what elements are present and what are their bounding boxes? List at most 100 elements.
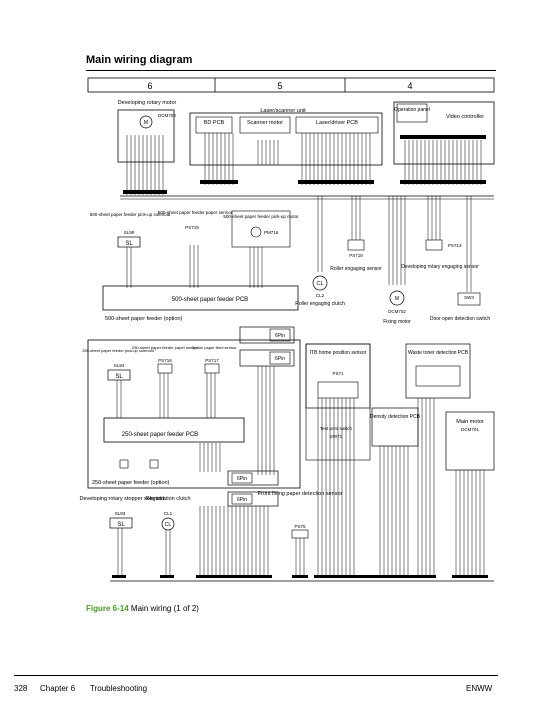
- bd-pcb-box: [195, 116, 233, 134]
- ps718-label: PS718: [349, 253, 363, 258]
- laser-driver-box: [295, 116, 379, 134]
- ps716-symbol: [157, 363, 173, 374]
- feeder-pickup-motor-box: [231, 210, 291, 248]
- registration-clutch-label: Registration clutch: [145, 496, 190, 502]
- main-motor-label: Main motor: [456, 419, 484, 425]
- sl90-symbol: SL: [125, 241, 133, 247]
- ps716-label: PS716: [158, 358, 172, 363]
- density-pcb-label: Density detection PCB: [370, 414, 421, 420]
- svg-text:M: M: [395, 296, 399, 302]
- zone-6: 6: [147, 81, 152, 91]
- page-title: Main wiring diagram: [86, 54, 193, 66]
- feeder-pcb-500-label: 500-sheet paper feeder PCB: [172, 297, 248, 303]
- video-controller-box: [393, 101, 495, 165]
- itb-sensor-label: ITB home position sensor: [310, 350, 367, 356]
- dev-rotary-engaging-sensor-label: Developing rotary engaging sensor: [401, 264, 479, 270]
- sl90-box: [117, 236, 141, 248]
- zone-4: 4: [407, 81, 412, 91]
- waste-toner-label: Waste toner detection PCB: [408, 350, 469, 356]
- pm716-label: PM716: [264, 230, 279, 235]
- ps719-label: PS719: [185, 225, 199, 230]
- figure-caption: Figure 6-14 Main wiring (1 of 2): [86, 604, 199, 613]
- svg-text:M: M: [144, 120, 148, 126]
- pin-connector-1: [239, 326, 295, 344]
- pin-connector-4: [227, 491, 279, 507]
- feeder-pickup-solenoid-label: 500-sheet paper feeder pick-up solenoid: [90, 212, 171, 217]
- fixing-motor-label: Fixing motor: [383, 319, 411, 325]
- svg-text:6Pin: 6Pin: [237, 476, 247, 482]
- footer-rule: [14, 675, 498, 676]
- roller-engaging-sensor-label: Roller engaging sensor: [330, 266, 382, 272]
- ps713-symbol: [425, 239, 443, 251]
- pin-connector-2-label: 6Pin: [275, 356, 285, 362]
- feeder-option-250-box: [87, 339, 301, 489]
- svg-text:SL: SL: [117, 522, 125, 528]
- sl93-label: SL93: [115, 511, 126, 516]
- figure-text: Main wiring (1 of 2): [130, 604, 199, 613]
- operation-panel-box: [396, 103, 428, 123]
- sw71-label: SW71: [330, 434, 343, 439]
- sl90-label: SL90: [124, 230, 135, 235]
- laser-driver-label: Laser/driver PCB: [316, 120, 358, 126]
- feeder-pcb-500-box: [102, 285, 299, 311]
- door-open-sensor-label: Door open detection switch: [430, 316, 491, 322]
- video-controller-label: Video controller: [446, 114, 484, 120]
- svg-text:SL: SL: [115, 374, 123, 380]
- ps713-label: PS713: [448, 243, 462, 248]
- feeder-pickup-motor-label: 500-sheet paper feeder pick-up motor: [223, 214, 299, 219]
- bottom-connectors: [112, 575, 488, 578]
- feeder-pcb-250-box: [103, 417, 245, 443]
- feeder-pickup-solenoid-250-label: 250-sheet paper feeder pick-up solenoid: [82, 348, 154, 353]
- ps717-symbol: [204, 363, 220, 374]
- footer-section: Troubleshooting: [90, 684, 148, 693]
- ps71-label: PS71: [332, 371, 344, 376]
- cl1-symbol: [161, 517, 175, 531]
- dev-rotary-stopper-label: Developing rotary stopper solenoid: [80, 496, 165, 502]
- dev-rotary-motor-label: Developing rotary motor: [118, 100, 177, 106]
- dev-rotary-motor-box: [117, 109, 175, 163]
- option-paper-feed-sensor-label: Option paper feed sensor: [191, 345, 237, 350]
- operation-panel-label: Operation panel: [394, 107, 430, 113]
- pin-connector-3: [227, 470, 279, 486]
- feeder-paper-sensor-label: 500-sheet paper feeder paper sensor: [158, 210, 233, 215]
- scanner-motor-box: [239, 116, 291, 134]
- pin-connector-1-label: 6Pin: [275, 333, 285, 339]
- svg-text:6Pin: 6Pin: [237, 497, 247, 503]
- laser-scanner-unit-label: Laser/scanner unit: [260, 108, 306, 114]
- cl1-label: CL1: [164, 511, 173, 516]
- sl94-box: [107, 369, 131, 381]
- svg-text:CL: CL: [316, 281, 323, 287]
- sw3-label: SW3: [464, 295, 474, 300]
- footer-chapter: Chapter 6: [40, 684, 76, 693]
- top-wire-bundles: [126, 133, 482, 195]
- test-print-switch-label: Test print switch: [320, 426, 353, 431]
- dcm702-label: DCM702: [388, 309, 406, 314]
- scanner-motor-label: Scanner motor: [247, 120, 283, 126]
- feeder-pcb-250-label: 250-sheet paper feeder PCB: [122, 432, 198, 438]
- waste-toner-box: [405, 343, 471, 399]
- svg-text:CL: CL: [165, 522, 172, 528]
- bd-pcb-label: BD PCB: [204, 120, 225, 126]
- title-rule: [86, 70, 496, 71]
- pin-connector-2: [239, 349, 295, 367]
- fixing-motor-symbol: [389, 290, 405, 306]
- dcm703-label: DCM703: [158, 113, 176, 118]
- sl93-box: [109, 517, 133, 529]
- zone-header: [87, 77, 495, 93]
- front-fixing-sensor-label: Front fixing paper detection sensor: [258, 491, 343, 497]
- ps75-label: PS75: [294, 524, 306, 529]
- ps75-symbol: [291, 529, 309, 539]
- main-motor-box: [445, 411, 495, 471]
- footer-right: ENWW: [466, 684, 493, 693]
- feeder-option-250-label: 250-sheet paper feeder (option): [92, 480, 170, 486]
- dev-rotary-motor-symbol: [139, 115, 153, 129]
- laser-scanner-unit-box: [189, 112, 383, 166]
- ps718-symbol: [347, 239, 365, 251]
- footer-page: 328: [14, 684, 28, 693]
- figure-number: Figure 6-14: [86, 604, 129, 613]
- feeder-paper-sensor-250-label: 250-sheet paper feeder paper sensor: [132, 345, 199, 350]
- cl2-label: CL2: [316, 293, 325, 298]
- zone-5: 5: [277, 81, 282, 91]
- sw3-symbol: [457, 292, 481, 306]
- cl2-symbol: [312, 275, 328, 291]
